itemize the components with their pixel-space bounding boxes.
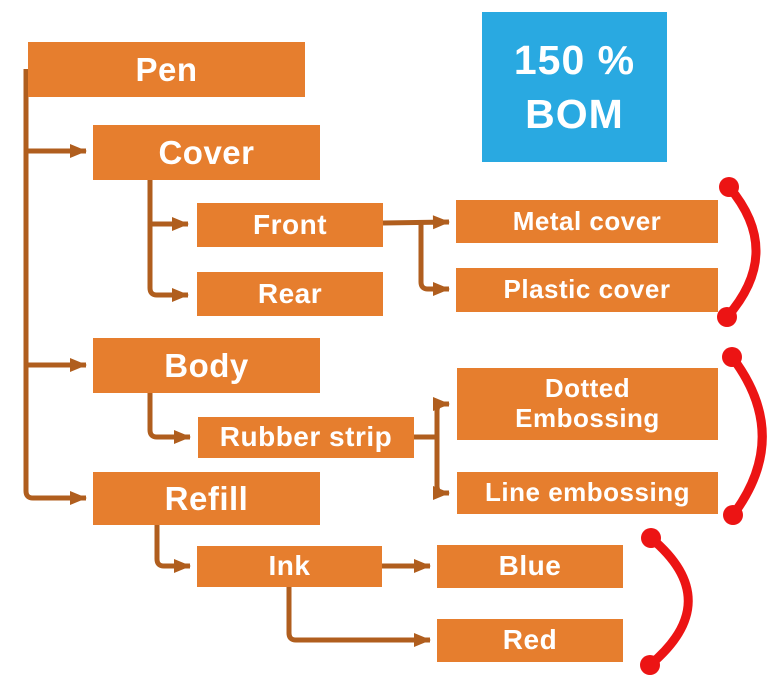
node-metal-cover: Metal cover: [456, 200, 718, 243]
connector-front-metal: [382, 215, 450, 230]
bracket-dot: [717, 307, 737, 327]
connector-ink-red: [286, 587, 431, 647]
alternative-brackets: [640, 177, 767, 675]
bracket-embossing-alternatives: [722, 347, 767, 525]
node-cover: Cover: [93, 125, 320, 180]
node-dotted-embossing: Dotted Embossing: [457, 368, 718, 440]
bracket-ink-alternatives: [640, 528, 693, 675]
node-plastic-cover: Plastic cover: [456, 268, 718, 312]
node-pen: Pen: [28, 42, 305, 97]
connector-body-rubber: [147, 393, 191, 444]
connector-pen-trunk: [23, 69, 87, 505]
node-rear: Rear: [197, 272, 383, 316]
bracket-dot: [640, 655, 660, 675]
connector-cover-rear: [147, 180, 189, 302]
bracket-cover-alternatives: [717, 177, 761, 327]
connector-rubber-lineemb: [433, 437, 450, 500]
node-ink: Ink: [197, 546, 382, 587]
bom-type-badge: 150 % BOM: [482, 12, 667, 162]
node-body: Body: [93, 338, 320, 393]
node-rubber-strip: Rubber strip: [198, 417, 414, 458]
badge-line-bom: BOM: [525, 91, 624, 137]
bracket-dot: [722, 347, 742, 367]
node-refill: Refill: [93, 472, 320, 525]
connector-front-plastic: [418, 223, 450, 296]
bracket-dot: [641, 528, 661, 548]
badge-line-percentage: 150 %: [513, 36, 636, 83]
node-blue: Blue: [437, 545, 623, 588]
node-red: Red: [437, 619, 623, 662]
tree-connectors: [23, 69, 450, 647]
node-line-embossing: Line embossing: [457, 472, 718, 514]
connector-refill-ink: [154, 525, 191, 573]
bracket-dot: [723, 505, 743, 525]
bracket-dot: [719, 177, 739, 197]
node-front: Front: [197, 203, 383, 247]
connector-rubber-dotted: [433, 397, 450, 437]
